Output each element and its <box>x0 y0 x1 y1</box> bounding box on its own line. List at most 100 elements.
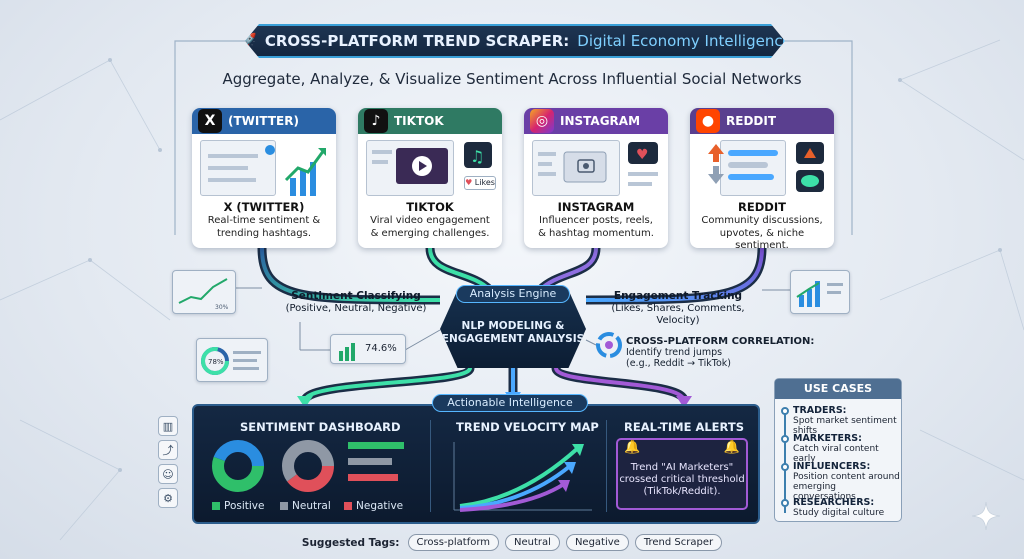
card-header: ♪ TIKTOK <box>358 108 502 134</box>
card-header-label: INSTAGRAM <box>560 114 641 128</box>
divider <box>430 420 431 512</box>
gauge-value: 78% <box>208 358 224 366</box>
analysis-engine-tag: Analysis Engine <box>456 285 570 303</box>
card-header: ◎ INSTAGRAM <box>524 108 668 134</box>
use-case-text: emerging conversations <box>793 482 856 502</box>
platform-card-twitter: X (TWITTER) X (TWITTER) Real-time sentim… <box>192 108 336 248</box>
timeline-line <box>784 409 786 513</box>
tag-pill[interactable]: Neutral <box>505 534 560 551</box>
platform-card-reddit: ● REDDIT REDDIT Community discussions, u… <box>690 108 834 248</box>
platform-name: TIKTOK <box>406 200 454 214</box>
bell-icon: 🔔 <box>723 440 740 455</box>
legend-label: Positive <box>224 500 265 512</box>
alert-line2: crossed critical threshold <box>619 474 745 485</box>
line-chart-nav-icon[interactable]: ⤴ <box>158 440 178 460</box>
reddit-logo-icon: ● <box>696 109 720 133</box>
trend-chart-icon <box>208 145 326 196</box>
gauge-icon: 78% <box>201 347 261 375</box>
tiktok-logo-icon: ♪ <box>364 109 388 133</box>
velocity-arrows-chart <box>453 442 592 512</box>
platform-desc-line2: trending hashtags. <box>216 228 312 239</box>
use-case-text: Position content around <box>793 472 900 482</box>
card-header-label: TIKTOK <box>394 114 444 128</box>
positive-swatch <box>212 502 220 510</box>
sparkle-icon <box>971 501 1001 531</box>
use-cases-panel: USE CASES TRADERS: Spot market sentiment… <box>774 378 902 522</box>
sentiment-title: Sentiment Classifying <box>291 290 421 302</box>
mini-bar-card <box>790 270 850 314</box>
mini-line-chart: 30% <box>178 278 229 311</box>
sentiment-subtitle: (Positive, Neutral, Negative) <box>285 303 427 314</box>
mini-bar-chart <box>796 281 843 307</box>
correlation-line1: Identify trend jumps <box>626 347 723 358</box>
legend-label: Negative <box>356 500 404 512</box>
use-case-role: TRADERS: <box>793 405 847 416</box>
timeline-dot <box>781 435 789 443</box>
platform-name: INSTAGRAM <box>557 200 635 214</box>
use-case-text: Catch viral content early <box>793 444 879 464</box>
negative-swatch <box>344 502 352 510</box>
platform-name: REDDIT <box>738 200 786 214</box>
correlation-cycle-icon <box>596 332 622 358</box>
bar-chart-icon <box>339 343 355 361</box>
use-case-text: Study digital culture <box>793 508 885 518</box>
tag-pill[interactable]: Trend Scraper <box>634 534 723 551</box>
metric-value: 74.6% <box>365 343 397 354</box>
instagram-logo-icon: ◎ <box>530 109 554 133</box>
platform-desc-line1: Influencer posts, reels, <box>539 215 653 226</box>
use-case-role: RESEARCHERS: <box>793 497 875 508</box>
alert-line3: (TikTok/Reddit). <box>643 486 721 497</box>
tag-pill[interactable]: Negative <box>565 534 629 551</box>
card-header-label: (TWITTER) <box>228 114 299 128</box>
use-case-role: MARKETERS: <box>793 433 862 444</box>
correlation-title: CROSS-PLATFORM CORRELATION: <box>626 336 815 347</box>
title-main: CROSS-PLATFORM TREND SCRAPER: <box>264 32 570 50</box>
use-case-item: INFLUENCERS: Position content around eme… <box>793 461 901 503</box>
tag-pill[interactable]: Cross-platform <box>407 534 500 551</box>
svg-text:♥: ♥ <box>636 147 649 163</box>
velocity-map-title: TREND VELOCITY MAP <box>456 420 599 434</box>
actionable-intelligence-tag: Actionable Intelligence <box>432 394 588 412</box>
engagement-title: Engagement Tracking <box>613 290 743 302</box>
sentiment-classifying-label: Sentiment Classifying (Positive, Neutral… <box>276 290 436 315</box>
instagram-illustration: ♥ <box>532 140 660 198</box>
bell-icon: 🔔 <box>624 440 641 455</box>
timeline-dot <box>781 499 789 507</box>
use-case-item: MARKETERS: Catch viral content early <box>793 433 901 465</box>
mini-trend-card: 30% <box>172 270 236 314</box>
timeline-dot <box>781 407 789 415</box>
reddit-illustration <box>698 140 826 198</box>
use-case-item: RESEARCHERS: Study digital culture <box>793 497 885 519</box>
card-header: X (TWITTER) <box>192 108 336 134</box>
use-case-text: Spot market sentiment shifts <box>793 416 897 436</box>
engagement-subtitle: (Likes, Shares, Comments, Velocity) <box>611 303 745 326</box>
users-nav-icon[interactable]: ☺ <box>158 464 178 484</box>
platform-desc-line1: Community discussions, <box>701 215 823 226</box>
platform-desc-line2: & hashtag momentum. <box>538 228 654 239</box>
neutral-swatch <box>280 502 288 510</box>
sentiment-donuts <box>212 440 404 492</box>
use-case-role: INFLUENCERS: <box>793 461 871 472</box>
metric-card: 74.6% <box>330 334 406 364</box>
heart-icon: ♥ <box>465 178 473 187</box>
legend-label: Neutral <box>292 500 331 512</box>
platform-desc-line1: Viral video engagement <box>370 215 490 226</box>
svg-text:♫: ♫ <box>470 147 484 166</box>
tiktok-illustration: ♫ ♥ Likes <box>366 140 496 198</box>
gear-icon[interactable]: ⚙ <box>158 488 178 508</box>
likes-label: Likes <box>474 178 495 187</box>
alert-notification[interactable]: 🔔 🔔 Trend "AI Marketers" crossed critica… <box>616 438 748 510</box>
use-case-item: TRADERS: Spot market sentiment shifts <box>793 405 901 437</box>
engine-line2: ENGAGEMENT ANALYSIS <box>441 333 585 345</box>
platform-name: X (TWITTER) <box>223 200 305 214</box>
platform-desc-line2: upvotes, & niche sentiment. <box>719 228 805 248</box>
bar-chart-nav-icon[interactable]: ▥ <box>158 416 178 436</box>
platform-card-tiktok: ♪ TIKTOK ♫ ♥ Likes TIKTOK Viral video en… <box>358 108 502 248</box>
suggested-tags: Suggested Tags: Cross-platform Neutral N… <box>0 534 1024 551</box>
platform-desc-line2: & emerging challenges. <box>370 228 490 239</box>
alert-line1: Trend "AI Marketers" <box>630 462 734 473</box>
platform-desc-line1: Real-time sentiment & <box>207 215 321 226</box>
engine-line1: NLP MODELING & <box>461 320 565 332</box>
